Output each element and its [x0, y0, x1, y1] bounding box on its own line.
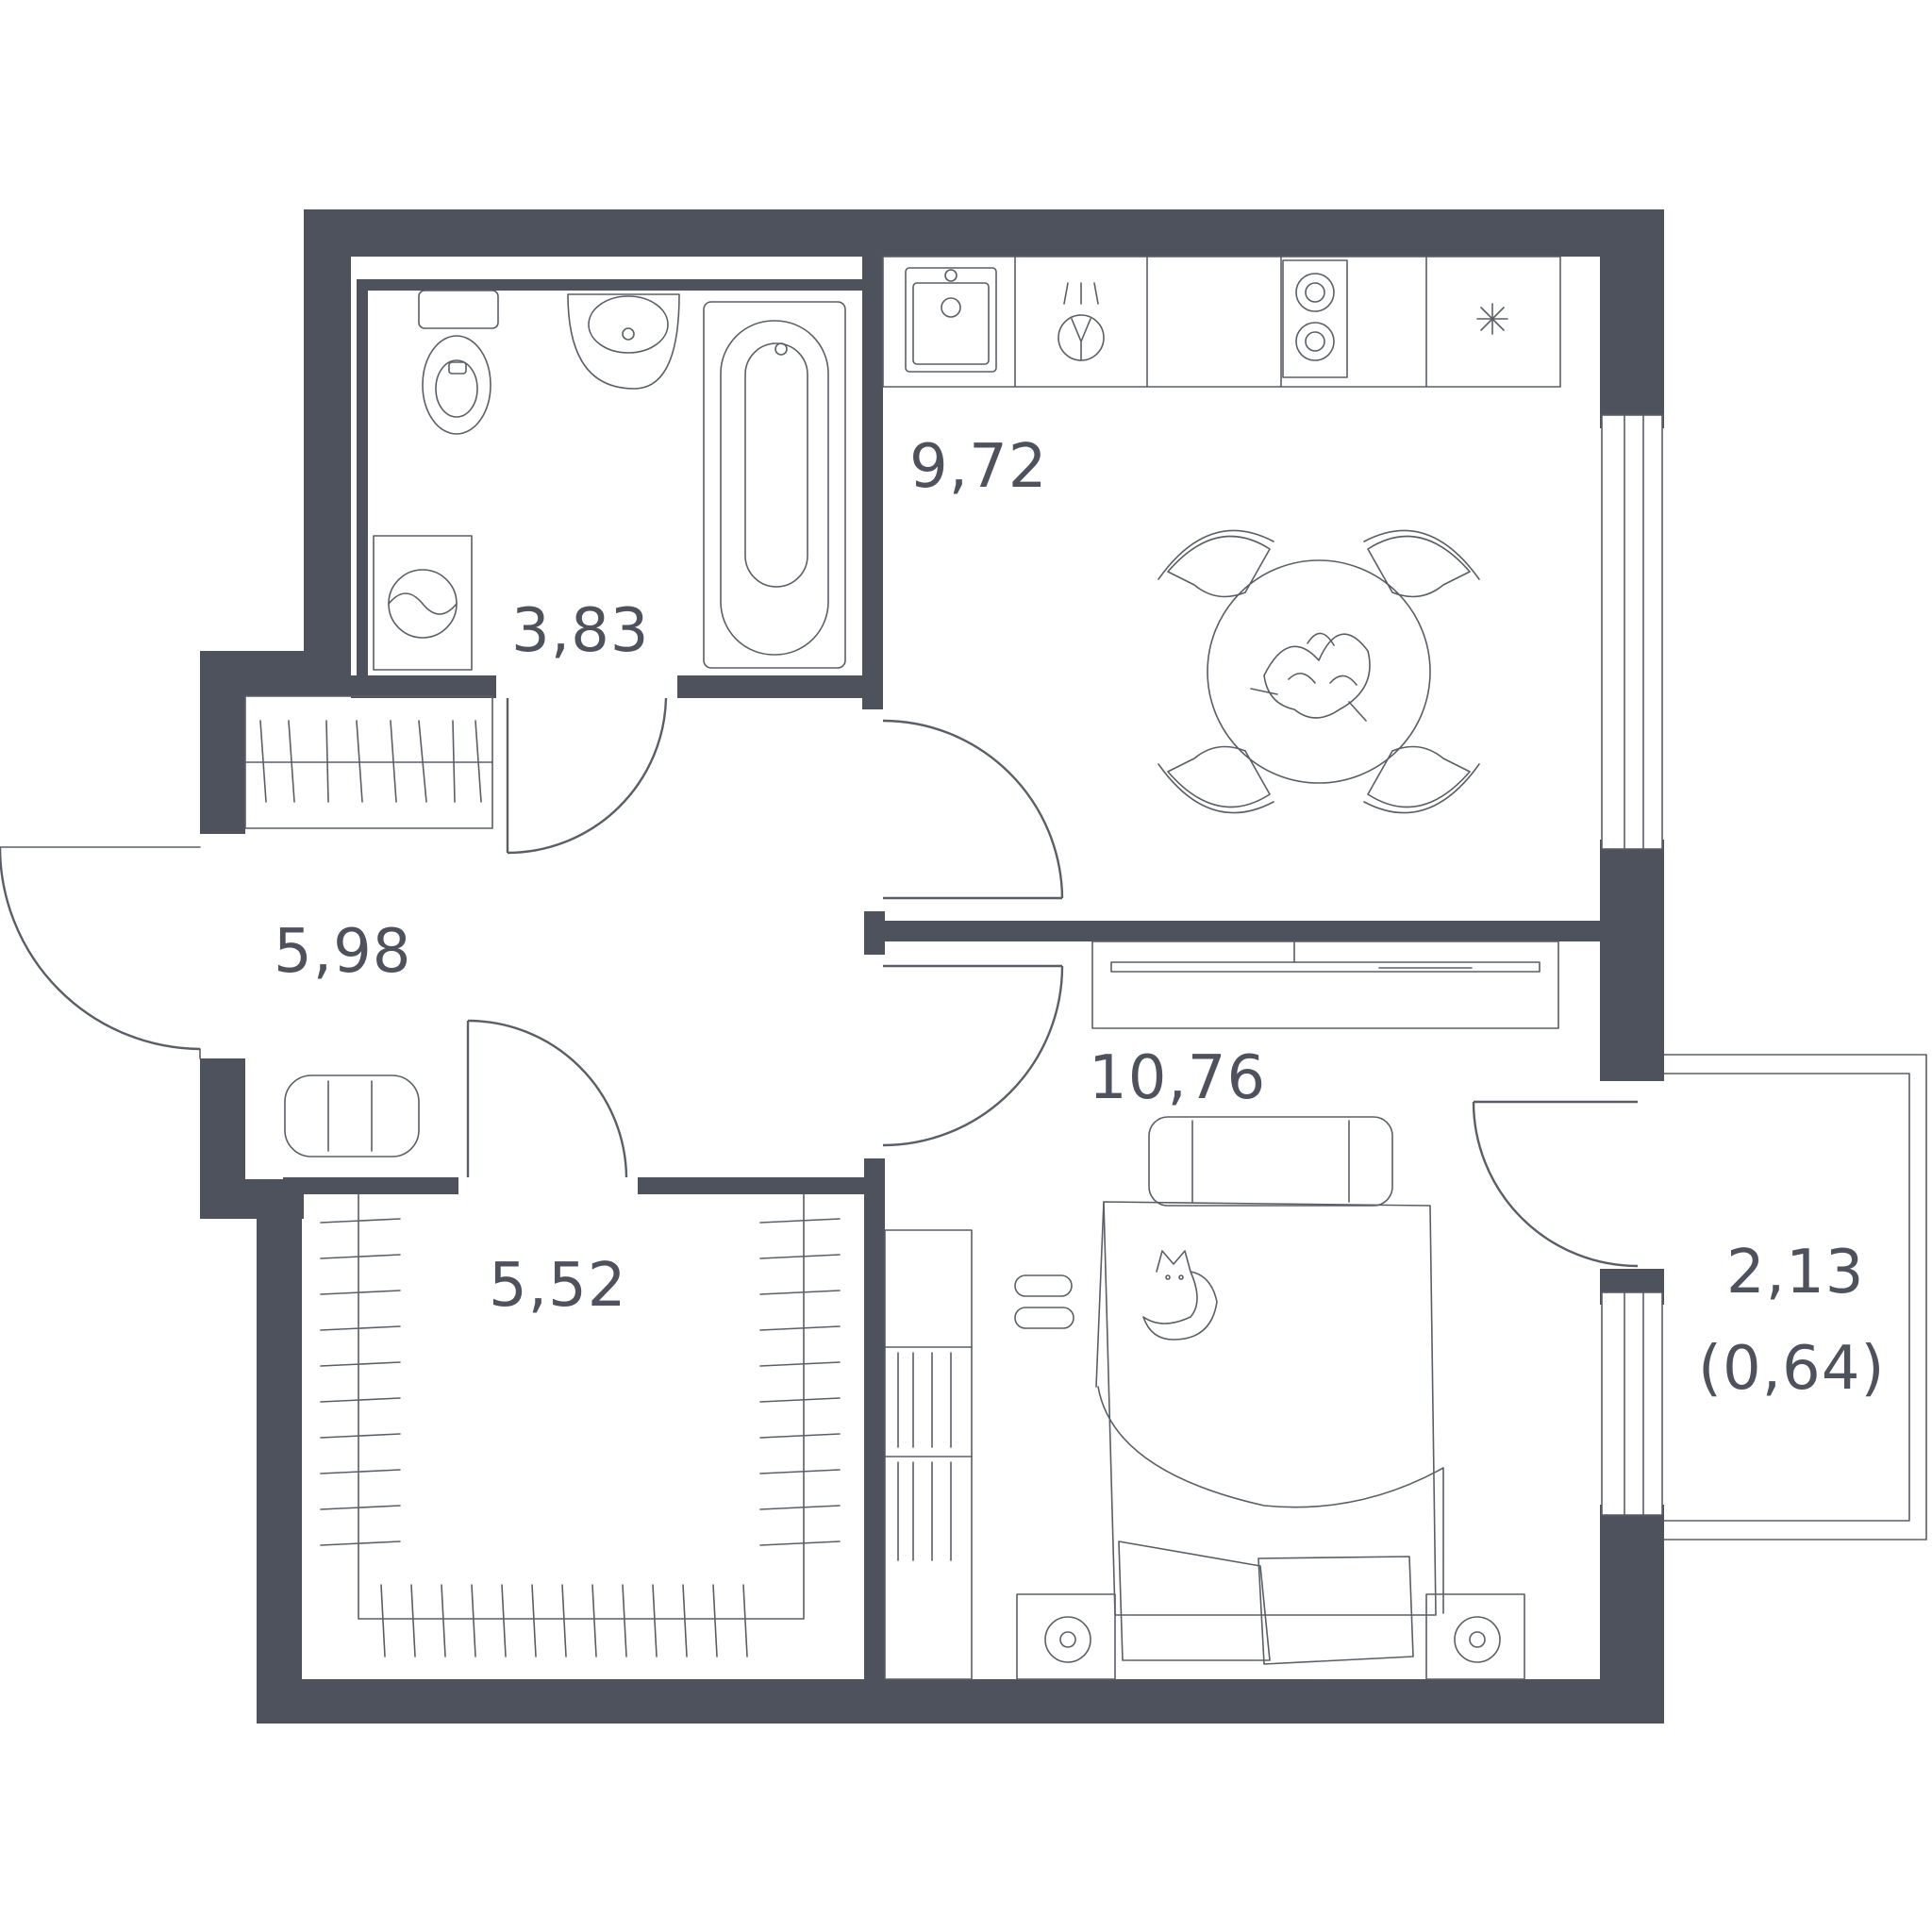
- dishwasher-icon: [1058, 282, 1105, 361]
- wall-bath-inner-left: [357, 279, 368, 675]
- balcony-door-swing: [1472, 1101, 1639, 1268]
- chair-icon: [1363, 745, 1480, 814]
- washing-machine-icon: [373, 535, 473, 671]
- wall-right-upper: [1600, 209, 1664, 428]
- wall-hall-wardrobe-right: [638, 1177, 885, 1194]
- pouf-icon: [284, 1074, 420, 1158]
- balcony-area-label: 2,13: [1726, 1238, 1865, 1307]
- bedroom-door-swing: [882, 965, 1064, 1147]
- wall-hall-wardrobe-left: [283, 1177, 458, 1194]
- wardrobe-shelving-icon: [320, 1193, 841, 1657]
- wall-bathroom-left: [304, 209, 351, 681]
- hall-closet-icon: [244, 695, 493, 829]
- tv-stand-icon: [1091, 941, 1559, 1029]
- cat-icon: [1142, 1250, 1218, 1341]
- sink-icon: [567, 293, 680, 390]
- bedroom-window: [1601, 1291, 1663, 1516]
- kitchen-door-swing: [882, 719, 1064, 899]
- bathtub-icon: [703, 301, 846, 669]
- fridge-icon: [1476, 303, 1508, 335]
- bedroom-area-label: 10,76: [1089, 1043, 1266, 1113]
- wall-bath-bottom-right: [677, 675, 866, 698]
- wall-closet-left: [200, 651, 245, 834]
- bed-icon: [1095, 1116, 1444, 1665]
- kitchen-counter: [882, 256, 1561, 388]
- kitchen-area-label: 9,72: [909, 432, 1048, 502]
- wall-kitchen-bedroom-stub: [864, 911, 885, 955]
- doors: [0, 697, 1639, 1268]
- wall-wardrobe-bedroom: [864, 1158, 885, 1681]
- wall-bath-bottom-left: [351, 675, 496, 698]
- kitchen-sink-icon: [905, 267, 997, 373]
- balcony-reduced-area-label: (0,64): [1698, 1334, 1885, 1404]
- hallway-area-label: 5,98: [274, 917, 412, 987]
- cooktop-icon: [1282, 259, 1348, 378]
- nightstand-lamp-icon: [1425, 1593, 1525, 1680]
- bathroom-area-label: 3,83: [511, 596, 650, 666]
- bedroom-wardrobe-icon: [884, 1229, 973, 1680]
- balcony-outline: [1663, 1054, 1927, 1541]
- room-labels: 3,83 9,72 5,98 5,52 10,76 2,13 (0,64): [274, 432, 1885, 1404]
- walls: [200, 209, 1664, 1724]
- toilet-icon: [418, 290, 499, 435]
- chair-icon: [1158, 745, 1274, 814]
- wall-bottom: [257, 1679, 1664, 1724]
- wall-bath-inner-top: [357, 279, 862, 291]
- windows: [0, 414, 1927, 1541]
- nightstand-lamp-icon: [1016, 1593, 1116, 1680]
- chair-icon: [1158, 529, 1274, 598]
- wall-wardrobe-left: [257, 1179, 302, 1724]
- wall-bath-kitchen: [862, 253, 883, 709]
- entrance-door-swing: [0, 846, 201, 1051]
- wall-kitchen-bedroom: [864, 921, 1602, 941]
- chair-icon: [1363, 529, 1480, 598]
- fixtures: [244, 256, 1561, 1680]
- dining-table-icon: [1207, 559, 1431, 784]
- bathroom-door-swing: [507, 697, 668, 855]
- wardrobe-area-label: 5,52: [489, 1251, 627, 1321]
- slippers-icon: [1014, 1274, 1074, 1329]
- kitchen-window: [1601, 414, 1663, 850]
- wall-top: [304, 209, 1664, 257]
- wardrobe-door-swing: [467, 1019, 628, 1178]
- wall-right-middle: [1600, 840, 1664, 1081]
